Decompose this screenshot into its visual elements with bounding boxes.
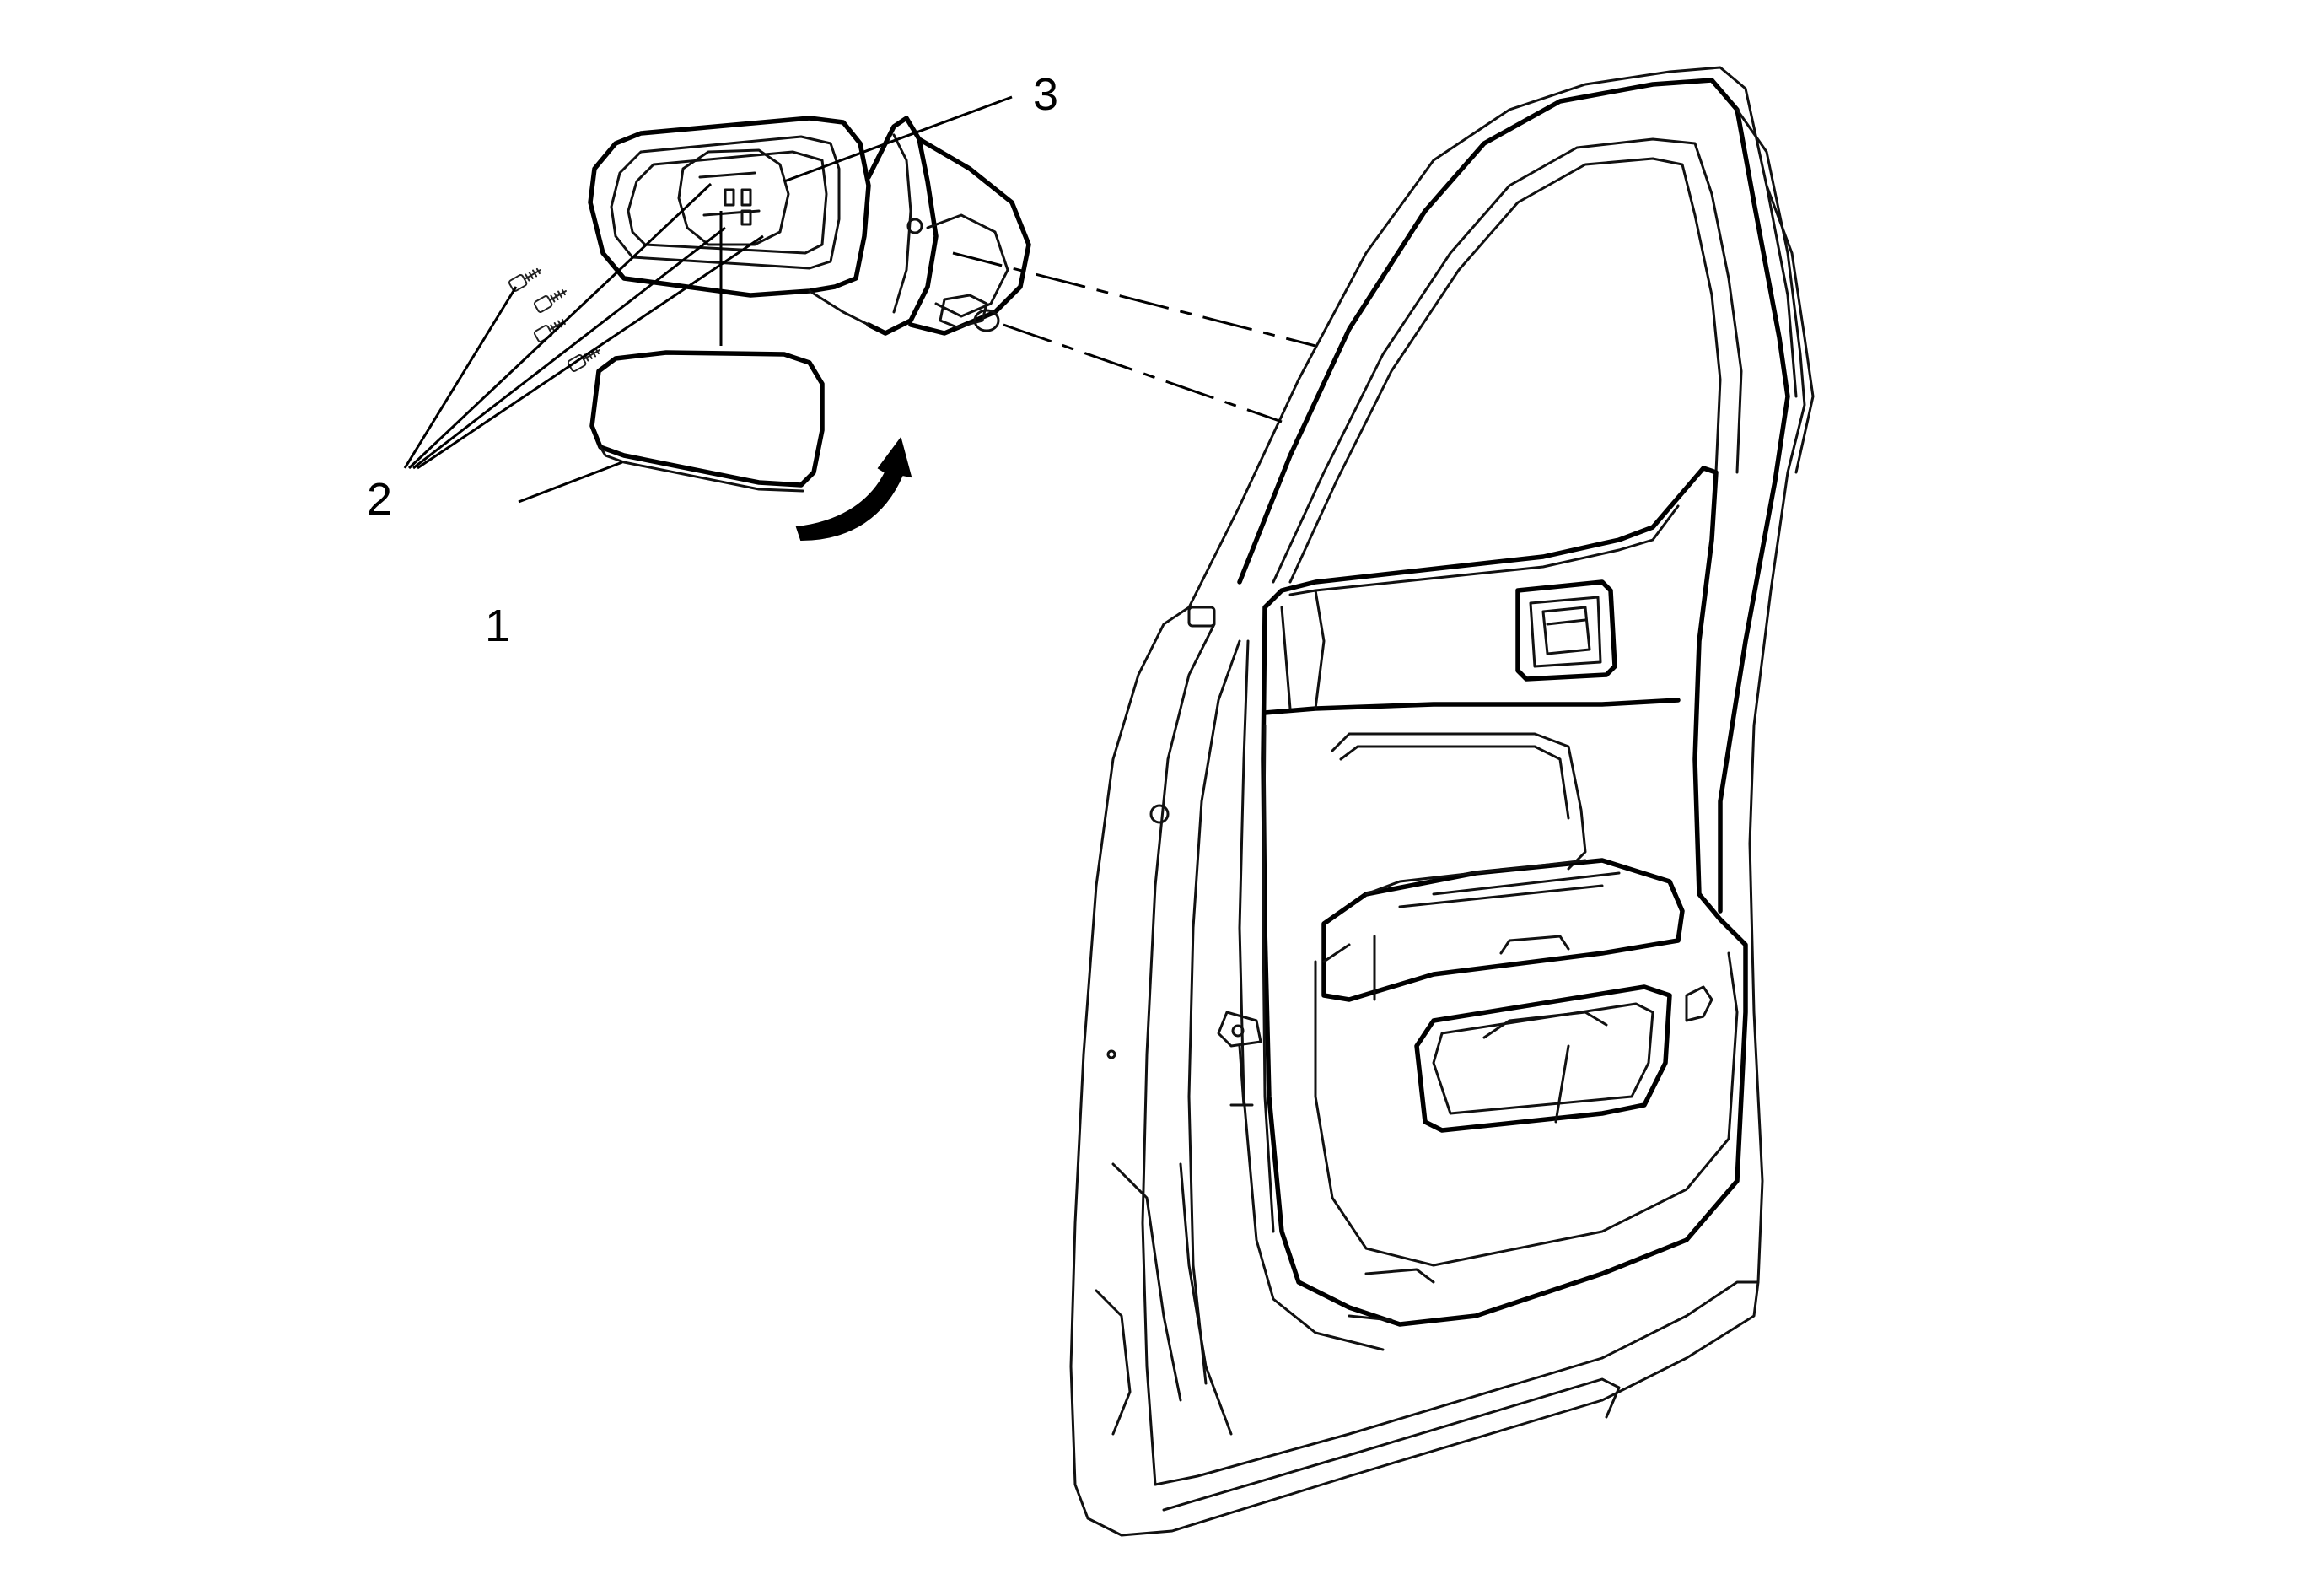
door-speaker-bezel <box>1685 985 1713 1022</box>
door-front-edge <box>1069 606 1191 1520</box>
door-window-frame-outer <box>1187 66 1798 609</box>
door-assembly <box>1069 66 1815 1537</box>
door-lower-panel-recess <box>1331 732 1587 871</box>
door-window-frame-inner <box>1272 137 1743 584</box>
door-upper-trim-top <box>1314 504 1680 592</box>
install-line-upper <box>952 251 1316 348</box>
door-pull-cup <box>1499 935 1570 955</box>
screw-1 <box>508 267 541 292</box>
door-jamb-seal-inner <box>1238 639 1385 1351</box>
door-lower-stamp <box>1095 1289 1132 1436</box>
door-map-pocket <box>1414 984 1672 1133</box>
outside-mirror-housing <box>588 116 1031 336</box>
door-armrest-front <box>1322 935 1376 1001</box>
mirror-arm-inner <box>892 133 912 314</box>
door-jamb-seal <box>1262 724 1275 1233</box>
screw-3 <box>533 318 567 342</box>
mirror-motor <box>677 148 790 246</box>
door-armrest <box>1321 858 1685 1002</box>
screw-2 <box>533 288 567 313</box>
mirror-housing-bottom <box>808 289 870 326</box>
door-hole-1 <box>1149 804 1170 824</box>
callout-2: 2 <box>367 474 392 525</box>
door-latch-slot <box>1187 606 1216 628</box>
mirror-glass <box>589 350 825 488</box>
mirror-housing-inner <box>627 150 828 255</box>
door-window-frame-inner2 <box>1288 157 1722 584</box>
mirror-glass-edge <box>599 445 804 493</box>
leader-2-d <box>417 234 764 470</box>
door-belt-line <box>1262 698 1681 715</box>
leader-2-b <box>407 182 713 470</box>
door-lower-panel-contour <box>1314 951 1739 1267</box>
door-hole-2 <box>1106 1049 1116 1059</box>
mirror-arm <box>866 116 939 336</box>
door-bottom-sill <box>1086 1399 1604 1537</box>
install-line-lower <box>1003 323 1283 423</box>
door-front-edge-inner <box>1141 623 1216 1486</box>
door-bottom-rear <box>1600 1280 1760 1402</box>
door-upper-trim <box>1280 589 1326 710</box>
door-lower-jamb <box>1111 1162 1233 1436</box>
door-lower-sill-detail <box>1348 1268 1435 1322</box>
removal-direction-arrow <box>795 436 912 542</box>
door-bottom-sill-lip <box>1162 1377 1621 1512</box>
door-front-edge-inner2 <box>1187 639 1241 1385</box>
door-bottom-sill-inner <box>1154 1356 1604 1486</box>
door-rear-edge-trim <box>1765 184 1815 474</box>
door-trim-panel-outline <box>1261 466 1748 1327</box>
mirror-housing-rim <box>610 135 841 270</box>
leader-3 <box>783 95 1013 183</box>
leader-2-a <box>403 286 518 469</box>
mirror-base-connector <box>906 213 1009 332</box>
leader-2-c <box>412 226 726 470</box>
interior-door-handle <box>1515 579 1617 682</box>
door-armrest-top <box>1364 859 1621 908</box>
callout-3: 3 <box>1033 69 1058 120</box>
callout-1: 1 <box>485 601 510 651</box>
door-rear-edge <box>1735 108 1806 1284</box>
door-check-link <box>1217 1011 1262 1107</box>
leader-1 <box>518 461 623 504</box>
door-lower-panel-recess-inner <box>1339 745 1570 820</box>
mirror-base <box>908 137 1031 336</box>
door-window-frame <box>1237 78 1790 914</box>
